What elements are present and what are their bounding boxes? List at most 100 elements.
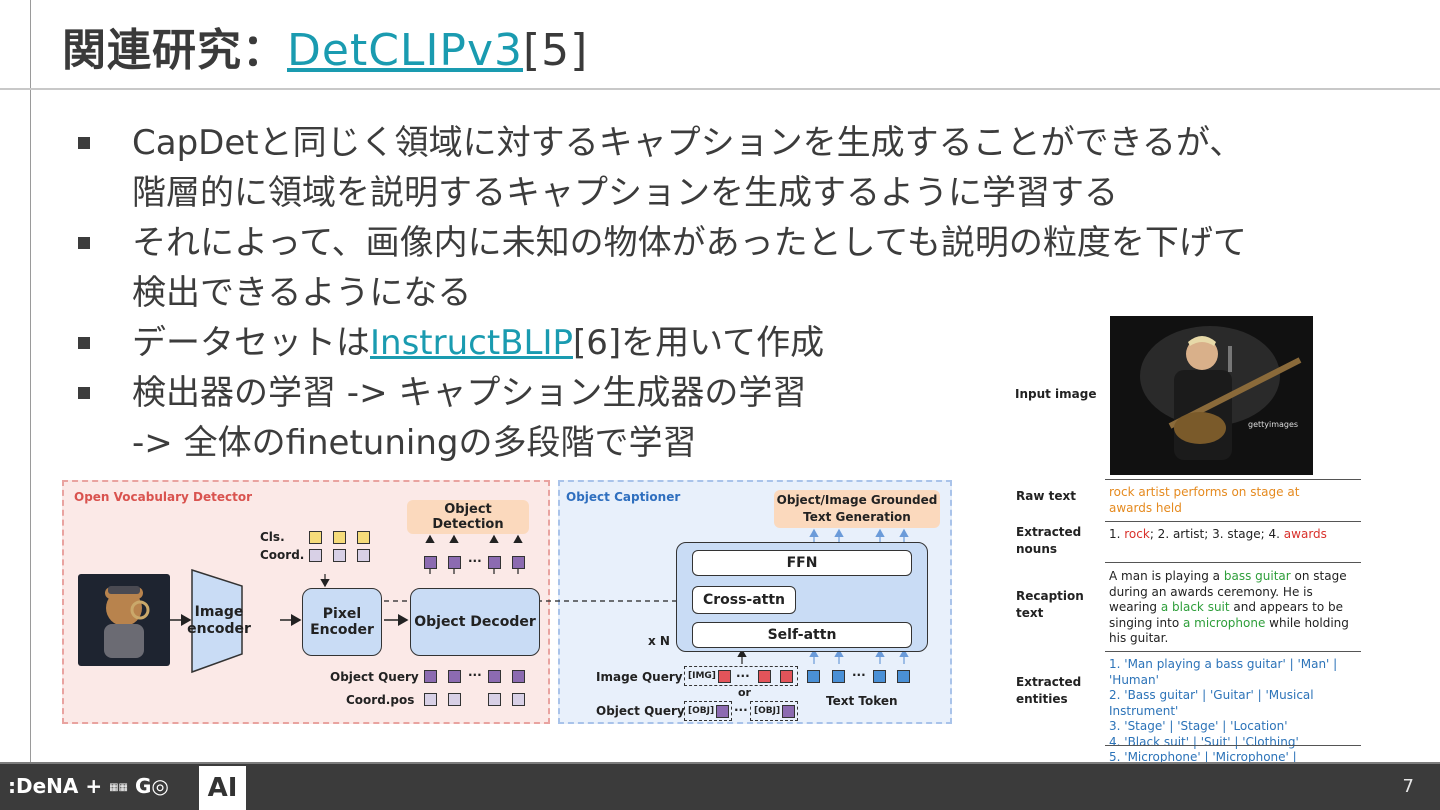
object-query-group <box>750 701 798 721</box>
go-logo: G <box>134 774 152 798</box>
object-query-token <box>512 670 525 683</box>
image-query-token <box>780 670 793 683</box>
bullet-marker-icon <box>78 237 90 249</box>
bullet-marker-icon <box>78 337 90 349</box>
self-attn-block: Self-attn <box>692 622 912 648</box>
dena-logo: :DeNA + <box>8 774 110 798</box>
oc-label: Object Captioner <box>566 490 681 504</box>
cls-token <box>309 531 322 544</box>
bullet-2-cont: 検出できるようになる <box>74 268 1374 318</box>
obj-tag: [OBJ] <box>688 706 715 716</box>
grounded-text-generation-box: Object/Image Grounded Text Generation <box>774 490 940 528</box>
cls-token <box>357 531 370 544</box>
bullet-1-cont: 階層的に領域を説明するキャプションを生成するように学習する <box>74 168 1374 218</box>
bullet-text: 検出器の学習 -> キャプション生成器の学習 <box>132 373 807 413</box>
coord-token <box>309 549 322 562</box>
divider <box>1105 521 1361 522</box>
instructblip-link[interactable]: InstructBLIP <box>370 323 573 363</box>
img-tag: [IMG] <box>688 671 716 681</box>
xn-label: x N <box>648 634 670 648</box>
rock-artist-photo: gettyimages <box>1110 316 1313 475</box>
object-query-token <box>488 670 501 683</box>
divider <box>1105 651 1361 652</box>
slide-title: 関連研究：DetCLIPv3[5] <box>62 14 588 78</box>
title-link[interactable]: DetCLIPv3 <box>287 25 523 76</box>
bullet-text: 階層的に領域を説明するキャプションを生成するように学習する <box>132 173 1118 213</box>
ellipsis: ··· <box>468 668 482 682</box>
ellipsis: ··· <box>468 554 482 568</box>
decoder-output-token <box>448 556 461 569</box>
cls-token <box>333 531 346 544</box>
bullet-4: 検出器の学習 -> キャプション生成器の学習 <box>74 368 1374 418</box>
extracted-nouns-value: 1. rock; 2. artist; 3. stage; 4. awards <box>1109 527 1327 541</box>
recaption-label: Recaption text <box>1016 589 1084 620</box>
image-query-token <box>758 670 771 683</box>
coord-pos-label: Coord.pos <box>346 693 415 707</box>
object-decoder-block: Object Decoder <box>410 588 540 656</box>
or-label: or <box>738 686 751 699</box>
object-query-group <box>684 701 732 721</box>
coord-token <box>357 549 370 562</box>
entity-row: 2. 'Bass guitar' | 'Guitar' | 'Musical I… <box>1109 688 1314 718</box>
page-number: 7 <box>1402 776 1414 797</box>
obj-token <box>782 705 795 718</box>
text-token-label: Text Token <box>826 694 898 708</box>
bullet-text: CapDetと同じく領域に対するキャプションを生成することができるが、 <box>132 123 1244 163</box>
title-divider <box>0 88 1440 90</box>
entity-row: 1. 'Man playing a bass guitar' | 'Man' |… <box>1109 657 1338 687</box>
input-image-label: Input image <box>1015 387 1097 401</box>
decoder-output-token <box>424 556 437 569</box>
photo-watermark: gettyimages <box>1248 420 1299 429</box>
bullet-1: CapDetと同じく領域に対するキャプションを生成することができるが、 <box>74 118 1374 168</box>
footer-separator <box>0 762 1440 764</box>
ffn-block: FFN <box>692 550 912 576</box>
ovd-label: Open Vocabulary Detector <box>74 490 252 504</box>
coord-pos-token <box>448 693 461 706</box>
footer-brand: :DeNA + ▦▦ G◎ <box>8 774 169 798</box>
coord-token <box>333 549 346 562</box>
recaption-value: A man is playing a bass guitar on stage … <box>1109 569 1349 645</box>
object-query-label-2: Object Query <box>596 704 685 718</box>
object-query-token <box>424 670 437 683</box>
detective-bear-image <box>78 574 170 666</box>
obj-tag: [OBJ] <box>754 706 781 716</box>
cls-label: Cls. <box>260 530 285 544</box>
object-query-label: Object Query <box>330 670 419 684</box>
extracted-nouns-label: Extracted nouns <box>1016 525 1082 556</box>
ellipsis: ··· <box>852 668 866 682</box>
raw-text-label: Raw text <box>1016 489 1076 503</box>
bullet-marker-icon <box>78 137 90 149</box>
text-token <box>807 670 820 683</box>
title-prefix: 関連研究： <box>62 25 287 76</box>
entity-row: 4. 'Black suit' | 'Suit' | 'Clothing' <box>1109 734 1299 749</box>
bullet-4-cont: -> 全体のfinetuningの多段階で学習 <box>74 418 1374 468</box>
divider <box>1105 745 1361 746</box>
raw-text-value: rock artist performs on stage at awards … <box>1109 485 1300 515</box>
text-token <box>873 670 886 683</box>
left-rule <box>30 0 31 762</box>
coord-label: Coord. <box>260 548 305 562</box>
bullet-text: 検出できるようになる <box>132 273 472 313</box>
bullet-2: それによって、画像内に未知の物体があったとしても説明の粒度を下げて <box>74 218 1374 268</box>
text-token <box>897 670 910 683</box>
image-query-token <box>718 670 731 683</box>
bullet-text: -> 全体のfinetuningの多段階で学習 <box>132 423 697 463</box>
decoder-output-token <box>512 556 525 569</box>
image-query-group <box>684 666 798 686</box>
go-logo-icon: ◎ <box>151 774 169 798</box>
bullet-marker-icon <box>78 387 90 399</box>
decoder-output-token <box>488 556 501 569</box>
architecture-figure: Open Vocabulary Detector Object Captione… <box>62 478 954 728</box>
pixel-encoder-block: Pixel Encoder <box>302 588 382 656</box>
entity-row: 3. 'Stage' | 'Stage' | 'Location' <box>1109 719 1288 733</box>
entities-list: 1. 'Man playing a bass guitar' | 'Man' |… <box>1109 657 1361 792</box>
bullet-text: それによって、画像内に未知の物体があったとしても説明の粒度を下げて <box>132 223 1247 263</box>
ellipsis: ··· <box>734 703 748 717</box>
ellipsis: ··· <box>736 669 750 683</box>
extracted-entities-label: Extracted entities <box>1016 675 1082 706</box>
image-encoder-label: Image encoder <box>187 604 251 637</box>
ai-badge: AI <box>199 766 246 810</box>
slogan-mark-icon: ▦▦ <box>109 782 128 793</box>
bullet-text: [6]を用いて作成 <box>572 323 825 363</box>
divider <box>1105 562 1361 563</box>
